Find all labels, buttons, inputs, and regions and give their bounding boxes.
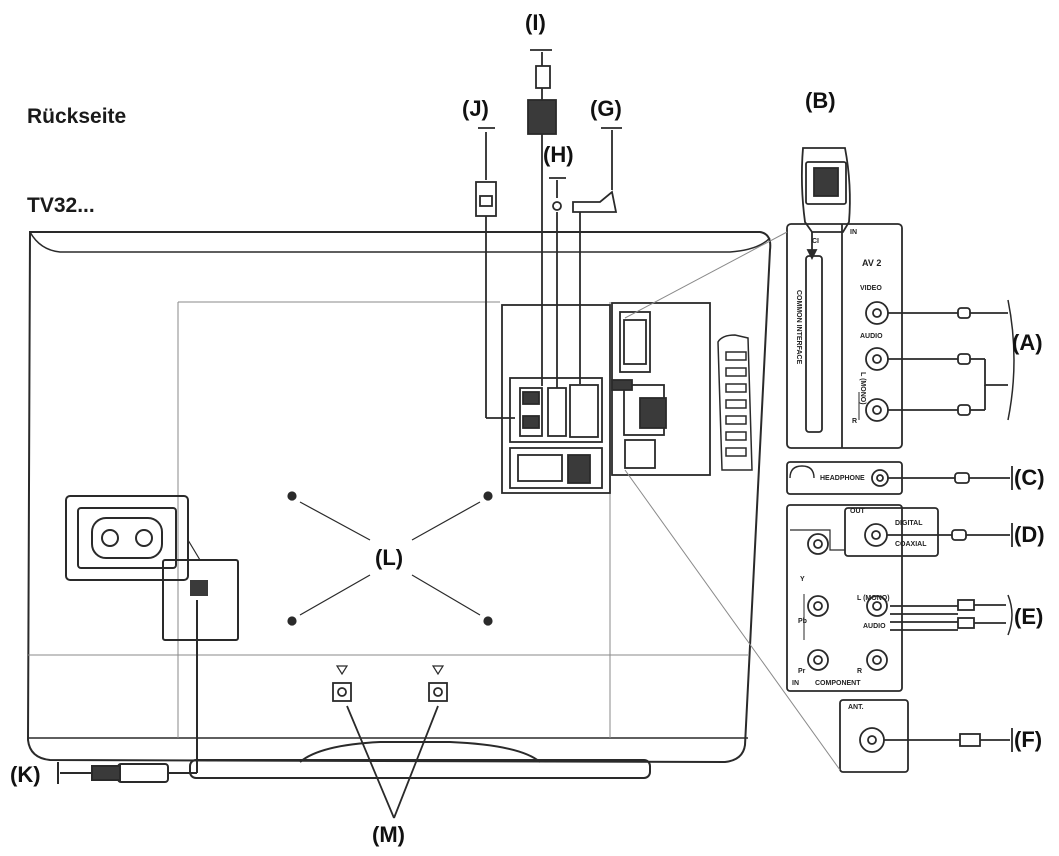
audio-label: AUDIO bbox=[860, 333, 883, 340]
callout-l: (L) bbox=[375, 545, 404, 570]
vesa-mount-holes bbox=[287, 491, 493, 626]
ci-label: CI bbox=[812, 238, 819, 245]
model-label: TV32... bbox=[27, 194, 95, 217]
tv-stand bbox=[189, 741, 651, 779]
tv-body-outline bbox=[26, 231, 772, 764]
video-label: VIDEO bbox=[860, 285, 882, 292]
digital-label: DIGITAL bbox=[895, 520, 923, 527]
r2-label: R bbox=[857, 668, 863, 675]
side-panel-zoom bbox=[624, 223, 939, 773]
callout-h: (H) bbox=[543, 142, 574, 167]
y-label: Y bbox=[800, 576, 805, 583]
in-bottom-label: IN bbox=[792, 680, 799, 687]
audio2-label: AUDIO bbox=[863, 623, 886, 630]
callout-c: (C) bbox=[1014, 465, 1045, 490]
common-interface-label: COMMON INTERFACE bbox=[795, 290, 802, 365]
stand-screws bbox=[332, 665, 448, 819]
r-label: R bbox=[852, 418, 858, 425]
callout-f: (F) bbox=[1014, 727, 1043, 752]
rear-connector-block bbox=[501, 302, 711, 494]
side-vent bbox=[717, 334, 753, 471]
component-label: COMPONENT bbox=[815, 680, 861, 687]
callout-k: (K) bbox=[10, 762, 41, 787]
callout-g: (G) bbox=[590, 96, 622, 121]
out-label: OUT bbox=[850, 508, 865, 515]
top-cables bbox=[475, 49, 851, 419]
rear-side-heading: Rückseite bbox=[27, 105, 127, 128]
l-mono-label: L (MONO) bbox=[859, 372, 866, 405]
callout-i: (I) bbox=[525, 10, 546, 35]
power-socket-detail bbox=[65, 495, 239, 641]
callout-j: (J) bbox=[462, 96, 489, 121]
in-top-label: IN bbox=[850, 229, 857, 236]
l-mono2-label: L (MONO) bbox=[857, 595, 890, 602]
tv-top-lip bbox=[29, 231, 771, 253]
coaxial-label: COAXIAL bbox=[895, 541, 927, 548]
pr-label: Pr bbox=[798, 668, 806, 675]
callout-d: (D) bbox=[1014, 522, 1045, 547]
av2-label: AV 2 bbox=[862, 258, 882, 268]
pb-label: Pb bbox=[798, 618, 807, 625]
headphone-label: HEADPHONE bbox=[820, 475, 865, 482]
right-cables bbox=[884, 299, 1015, 752]
callout-a: (A) bbox=[1012, 330, 1043, 355]
callout-b: (B) bbox=[805, 88, 836, 113]
callout-m: (M) bbox=[372, 822, 405, 847]
power-cable bbox=[57, 600, 198, 784]
ant-label: ANT. bbox=[848, 704, 864, 711]
callout-e: (E) bbox=[1014, 604, 1044, 629]
